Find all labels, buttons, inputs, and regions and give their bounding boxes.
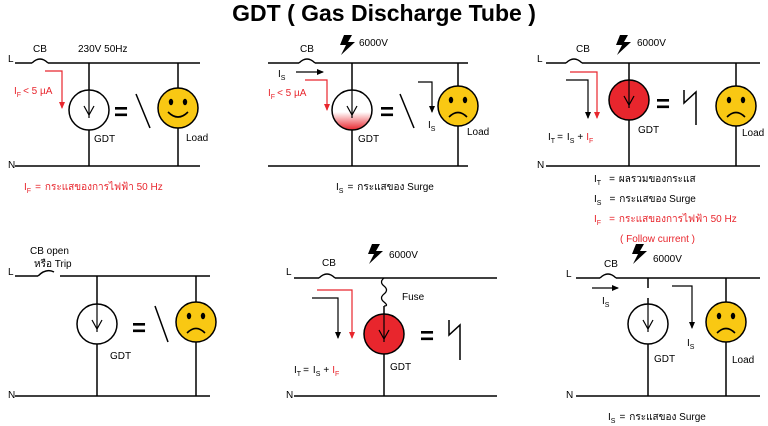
label-cb: CB bbox=[300, 44, 314, 55]
load-sad-face bbox=[437, 85, 479, 127]
load-sad-face bbox=[175, 301, 217, 343]
cb-breaker-open bbox=[37, 269, 55, 277]
label-gdt: GDT bbox=[390, 362, 411, 373]
label-n: N bbox=[537, 160, 544, 171]
label-l: L bbox=[537, 54, 543, 65]
panel-fuse-blown: L N CB 6000V IS GDT IS bbox=[566, 244, 760, 425]
cb-open-label: CB open bbox=[30, 246, 69, 257]
surge-voltage: 6000V bbox=[637, 38, 666, 49]
cb-breaker bbox=[31, 58, 49, 64]
cb-breaker bbox=[599, 273, 617, 279]
surge-voltage: 6000V bbox=[359, 38, 388, 49]
label-l: L bbox=[286, 267, 292, 278]
equals-sign: = bbox=[114, 99, 128, 126]
label-n: N bbox=[286, 390, 293, 401]
label-cb: CB bbox=[604, 259, 618, 270]
it-formula: IT=IS+IF bbox=[294, 365, 339, 378]
it-formula: IT=IS+IF bbox=[548, 132, 593, 145]
follow-current-note: ( Follow current ) bbox=[620, 234, 695, 245]
is-legend: IS=กระแสของ Surge bbox=[608, 412, 706, 425]
label-cb: CB bbox=[576, 44, 590, 55]
fuse bbox=[380, 277, 388, 307]
lightning-icon bbox=[616, 35, 631, 55]
load-sad-face bbox=[705, 301, 747, 343]
load-sad-face bbox=[715, 85, 757, 127]
it-legend: IT=ผลรวมของกระแส bbox=[594, 174, 696, 187]
panel-follow-current: L N CB 6000V IT=IS+IF GDT = bbox=[537, 35, 764, 245]
load-happy-face bbox=[157, 87, 199, 129]
cb-breaker bbox=[298, 58, 316, 64]
is-label: IS bbox=[278, 69, 286, 82]
label-load: Load bbox=[742, 128, 764, 139]
if-legend: IF=กระแสของการไฟฟ้า 50 Hz bbox=[594, 213, 737, 227]
label-load: Load bbox=[467, 127, 489, 138]
panel-cb-open: L N CB open หรือ Trip GDT = bbox=[8, 246, 217, 401]
or-trip-label: หรือ Trip bbox=[34, 258, 72, 270]
panel-fuse: L N CB 6000V Fuse IT=IS+IF GDT = bbox=[286, 244, 497, 401]
cb-breaker bbox=[565, 58, 583, 64]
leak-current-arrow bbox=[305, 79, 330, 111]
label-cb: CB bbox=[33, 44, 47, 55]
if-label: IF< 5 µA bbox=[268, 88, 307, 101]
label-gdt: GDT bbox=[638, 125, 659, 136]
equals-sign: = bbox=[380, 99, 394, 126]
equals-sign: = bbox=[420, 323, 434, 350]
closed-switch bbox=[448, 320, 461, 360]
open-switch bbox=[399, 93, 415, 129]
diagram-title: GDT ( Gas Discharge Tube ) bbox=[232, 0, 536, 26]
is-legend: IS=กระแสของ Surge bbox=[336, 182, 434, 195]
label-n: N bbox=[8, 160, 15, 171]
label-gdt: GDT bbox=[654, 354, 675, 365]
equals-sign: = bbox=[656, 91, 670, 118]
label-gdt: GDT bbox=[94, 134, 115, 145]
lightning-icon bbox=[632, 244, 647, 264]
supply-voltage: 230V 50Hz bbox=[78, 44, 127, 55]
surge-current-arrow bbox=[672, 285, 695, 329]
label-gdt: GDT bbox=[110, 351, 131, 362]
label-gdt: GDT bbox=[358, 134, 379, 145]
is-label: IS bbox=[687, 338, 695, 351]
is-label: IS bbox=[428, 120, 436, 133]
label-l: L bbox=[8, 267, 14, 278]
label-cb: CB bbox=[322, 258, 336, 269]
closed-switch bbox=[683, 90, 697, 125]
if-legend: IF=กระแสของการไฟฟ้า 50 Hz bbox=[24, 181, 163, 195]
is-legend: IS=กระแสของ Surge bbox=[594, 194, 696, 207]
surge-current-arrow bbox=[566, 79, 591, 119]
equals-sign: = bbox=[132, 315, 146, 342]
follow-current-arrow bbox=[317, 289, 355, 339]
label-load: Load bbox=[732, 355, 754, 366]
surge-current-arrow bbox=[312, 297, 341, 339]
surge-current-arrow bbox=[418, 81, 435, 113]
surge-voltage: 6000V bbox=[389, 250, 418, 261]
panel-surge-start: CB 6000V IS IF< 5 µA GDT = IS bbox=[268, 35, 489, 195]
cb-breaker bbox=[318, 273, 336, 279]
open-switch bbox=[154, 305, 169, 343]
lightning-icon bbox=[368, 244, 383, 264]
label-l: L bbox=[566, 269, 572, 280]
leak-current-arrow bbox=[45, 70, 65, 109]
label-l: L bbox=[8, 54, 14, 65]
panel-normal: L N CB 230V 50Hz GDT IF< 5 µA = bbox=[8, 44, 208, 195]
if-label: IF< 5 µA bbox=[14, 86, 53, 99]
follow-current-arrow bbox=[570, 71, 600, 119]
label-load: Load bbox=[186, 133, 208, 144]
label-n: N bbox=[8, 390, 15, 401]
label-n: N bbox=[566, 390, 573, 401]
is-label: IS bbox=[602, 296, 610, 309]
label-fuse: Fuse bbox=[402, 292, 425, 303]
lightning-icon bbox=[340, 35, 355, 55]
open-switch bbox=[135, 93, 151, 129]
surge-voltage: 6000V bbox=[653, 254, 682, 265]
